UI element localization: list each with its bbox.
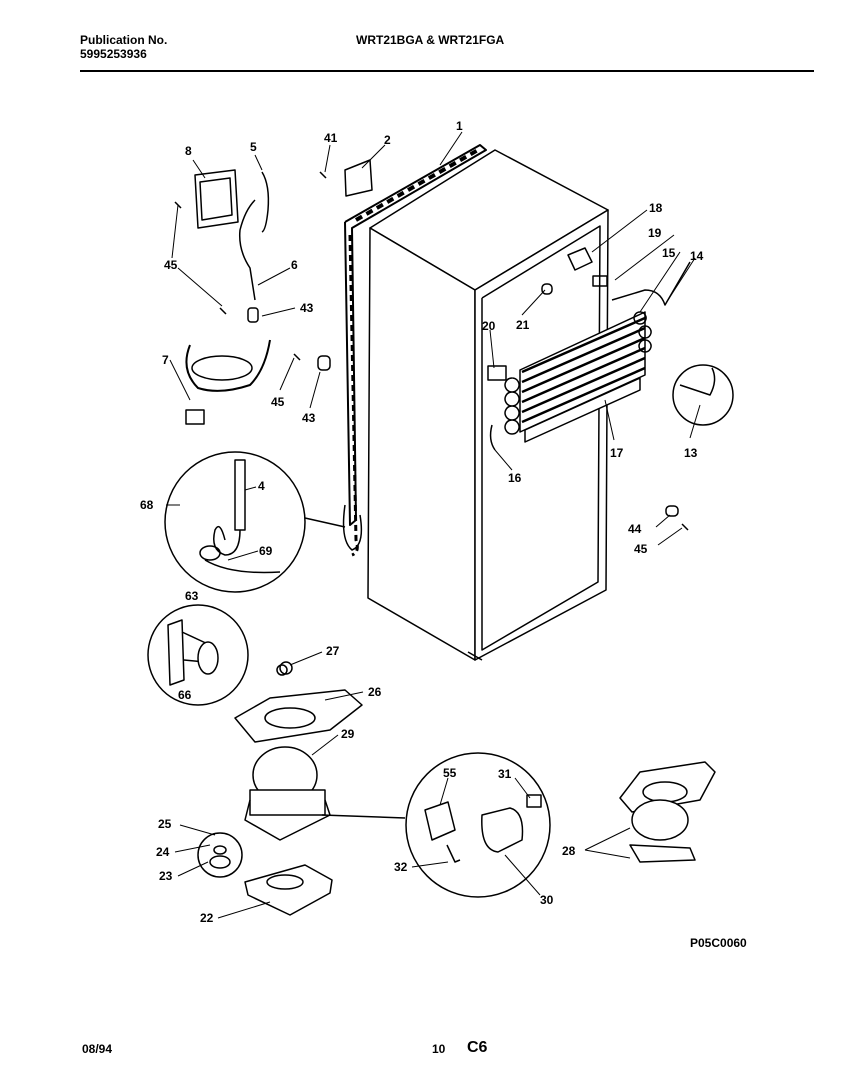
callout-44: 44 bbox=[628, 522, 642, 536]
callout-45-right: 45 bbox=[634, 542, 648, 556]
footer-section-code: C6 bbox=[467, 1039, 488, 1056]
detail-circle-13 bbox=[672, 364, 734, 426]
grommet-stack bbox=[197, 832, 243, 878]
publication-label: Publication No. bbox=[80, 33, 168, 47]
callout-68: 68 bbox=[140, 498, 154, 512]
mount-bracket bbox=[244, 864, 333, 916]
callout-14: 14 bbox=[690, 249, 704, 263]
misc-parts bbox=[276, 247, 689, 676]
leader-lines bbox=[166, 131, 701, 919]
callout-24: 24 bbox=[156, 845, 170, 859]
footer-page-number: 10 bbox=[432, 1042, 446, 1056]
callout-6: 6 bbox=[291, 258, 298, 272]
callout-30: 30 bbox=[540, 893, 554, 907]
callout-41: 41 bbox=[324, 131, 338, 145]
callout-28: 28 bbox=[562, 844, 576, 858]
callout-55: 55 bbox=[443, 766, 457, 780]
callout-23: 23 bbox=[159, 869, 173, 883]
callout-1: 1 bbox=[456, 119, 463, 133]
callout-45-upper: 45 bbox=[164, 258, 178, 272]
callout-22: 22 bbox=[200, 911, 214, 925]
callout-15: 15 bbox=[662, 246, 676, 260]
compressor-assembly-right bbox=[619, 761, 716, 863]
callout-45-mid: 45 bbox=[271, 395, 285, 409]
compressor-tray bbox=[234, 661, 363, 743]
callout-13: 13 bbox=[684, 446, 698, 460]
callout-18: 18 bbox=[649, 201, 663, 215]
compressor bbox=[244, 746, 406, 841]
callout-19: 19 bbox=[648, 226, 662, 240]
callout-20: 20 bbox=[482, 319, 496, 333]
callout-66: 66 bbox=[178, 688, 192, 702]
callout-32: 32 bbox=[394, 860, 408, 874]
callout-17: 17 bbox=[610, 446, 624, 460]
callout-4: 4 bbox=[258, 479, 265, 493]
callout-43-mid: 43 bbox=[302, 411, 316, 425]
condenser-coil bbox=[342, 144, 487, 557]
callout-21: 21 bbox=[516, 318, 530, 332]
callout-25: 25 bbox=[158, 817, 172, 831]
callout-2: 2 bbox=[384, 133, 391, 147]
callout-63: 63 bbox=[185, 589, 199, 603]
detail-circle-drier bbox=[164, 451, 346, 593]
detail-circle-relay bbox=[405, 752, 551, 898]
callout-7: 7 bbox=[162, 353, 169, 367]
callout-69: 69 bbox=[259, 544, 273, 558]
callout-16: 16 bbox=[508, 471, 522, 485]
header-rule bbox=[80, 70, 814, 72]
callout-8: 8 bbox=[185, 144, 192, 158]
callout-26: 26 bbox=[368, 685, 382, 699]
detail-circle-bracket bbox=[147, 604, 249, 706]
figure-reference: P05C0060 bbox=[690, 936, 747, 950]
model-numbers: WRT21BGA & WRT21FGA bbox=[356, 33, 505, 47]
small-parts-upper-left bbox=[174, 159, 373, 425]
callout-27: 27 bbox=[326, 644, 340, 658]
publication-number: 5995253936 bbox=[80, 47, 147, 61]
evaporator-assembly bbox=[504, 261, 691, 443]
callout-29: 29 bbox=[341, 727, 355, 741]
callout-5: 5 bbox=[250, 140, 257, 154]
callout-31: 31 bbox=[498, 767, 512, 781]
footer-date: 08/94 bbox=[82, 1042, 113, 1056]
callout-43-upper: 43 bbox=[300, 301, 314, 315]
